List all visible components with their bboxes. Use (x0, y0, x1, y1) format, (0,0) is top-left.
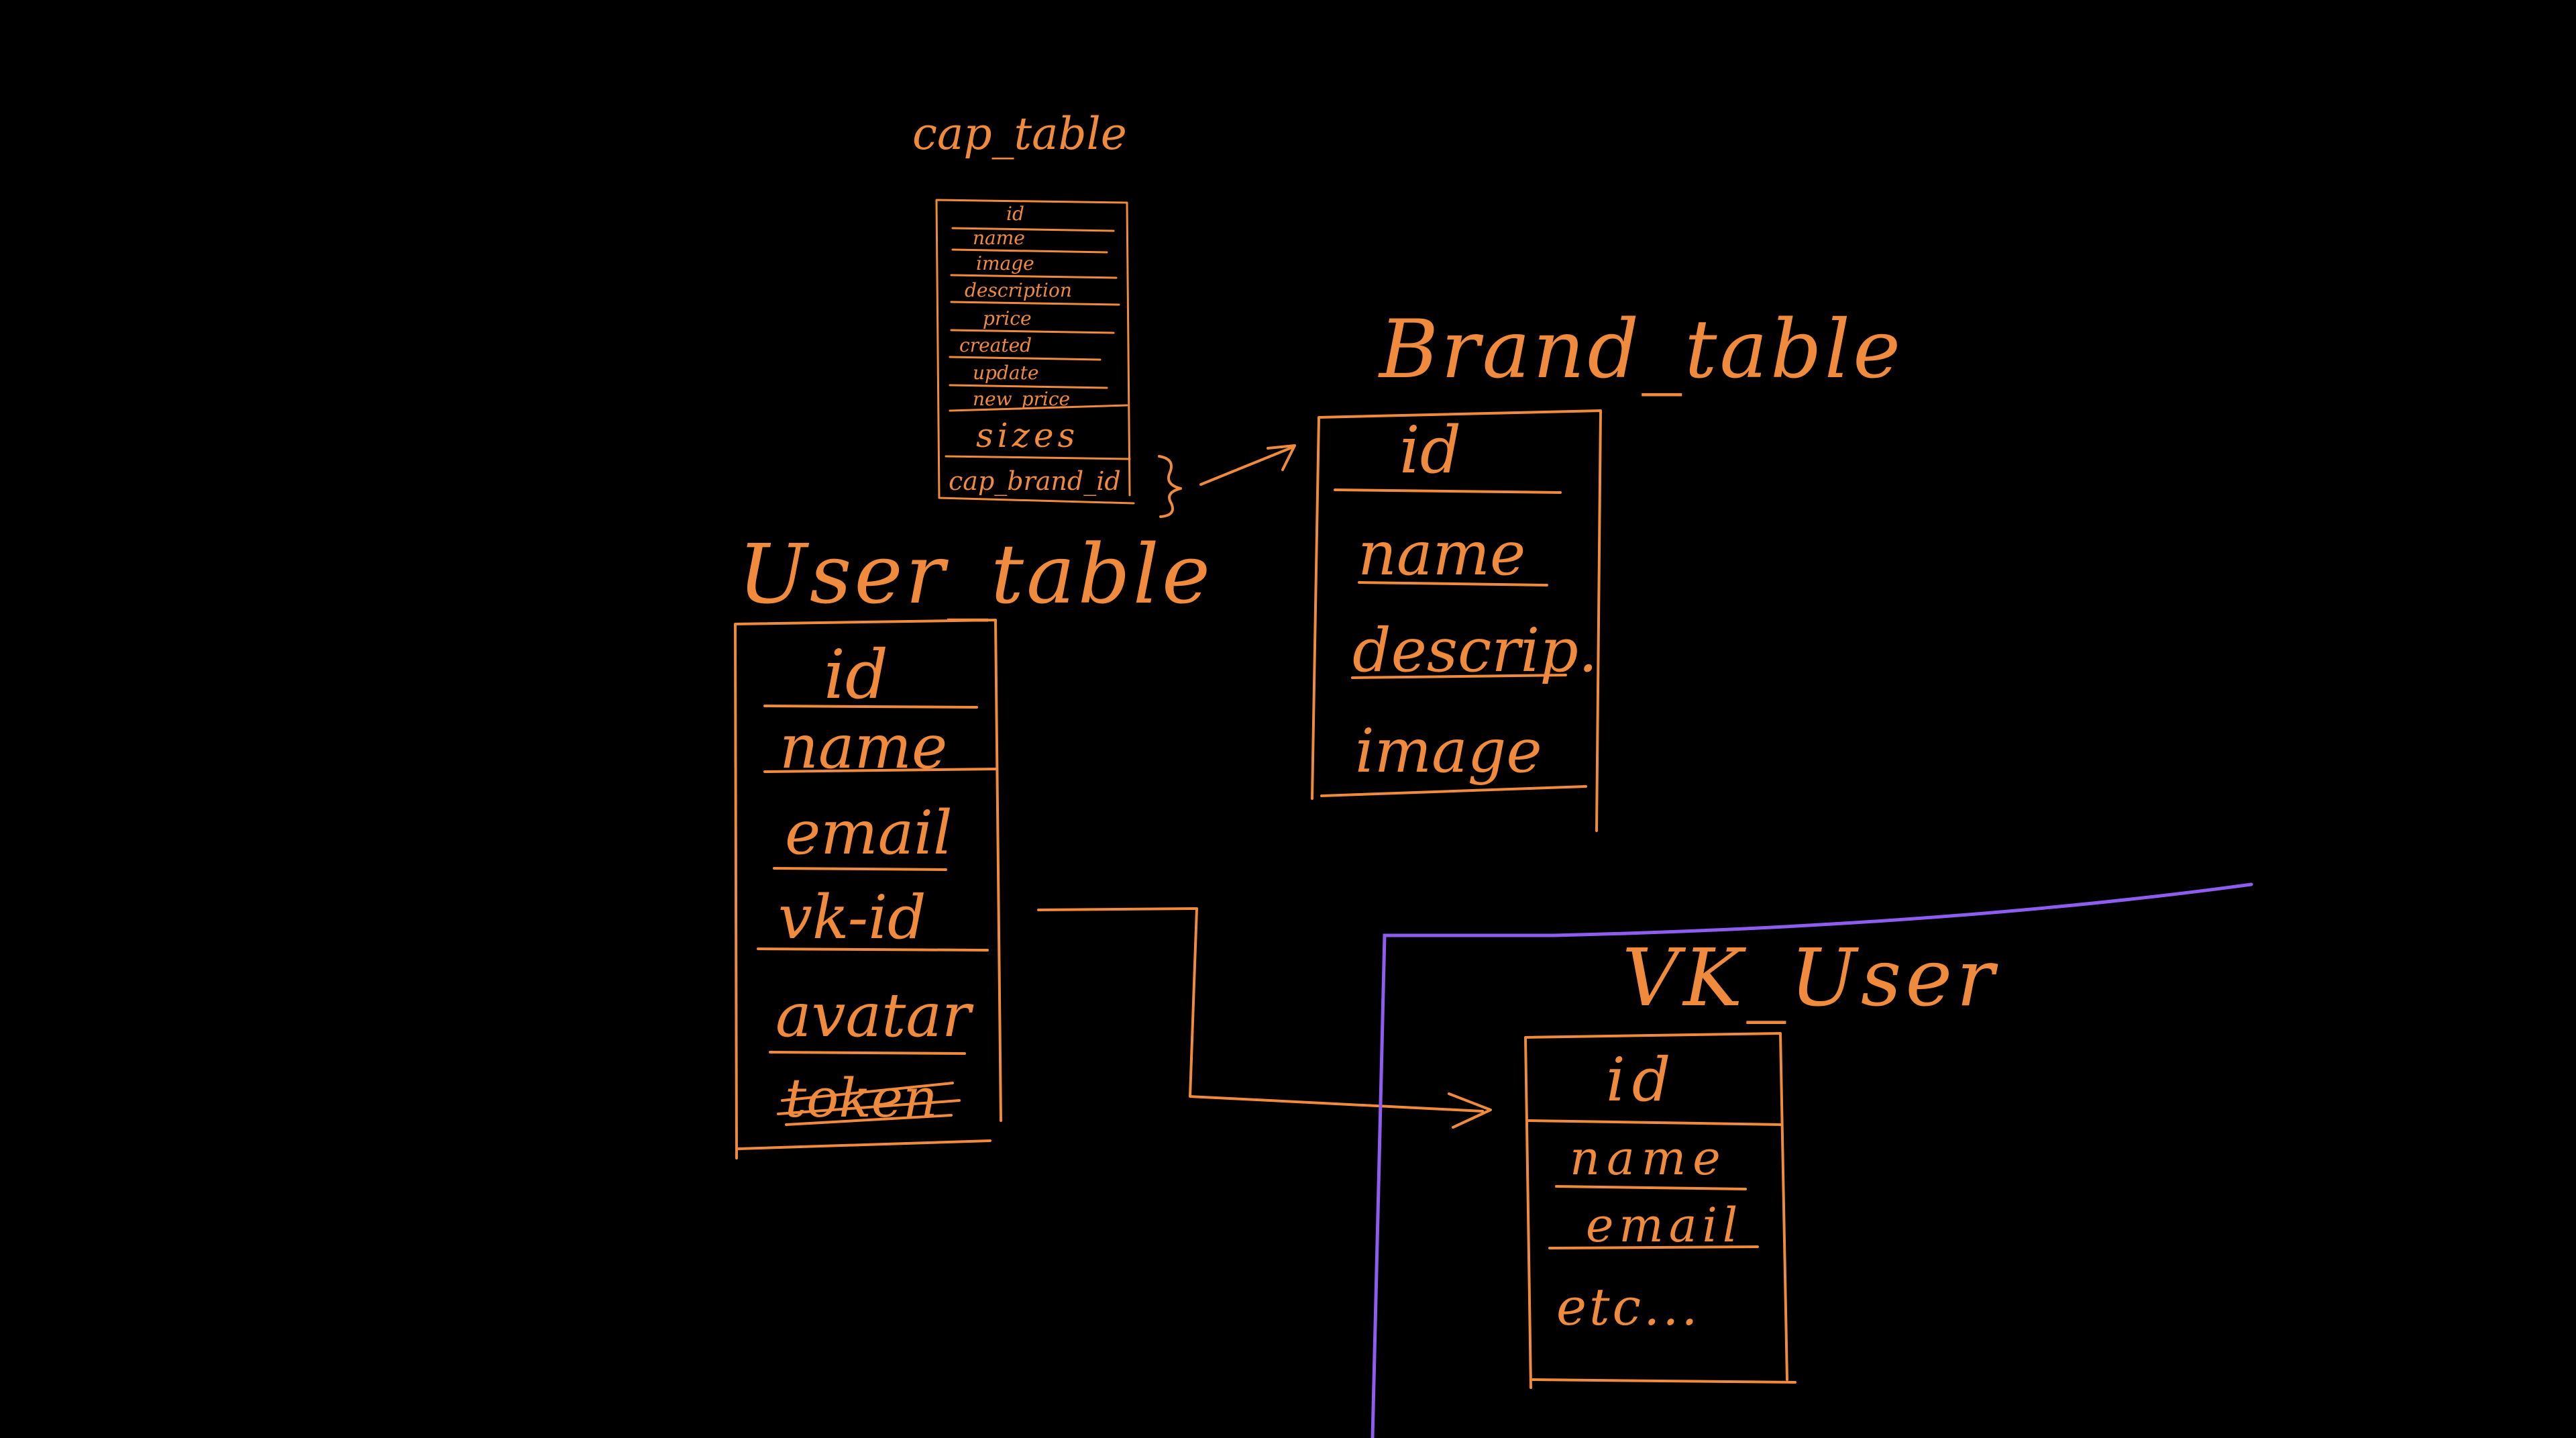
cap-field-name: name (973, 227, 1025, 249)
vk-user-table-frame (1524, 1032, 1796, 1389)
cap-field-id: id (1006, 203, 1024, 225)
brand-table-row-lines (1334, 489, 1567, 679)
cap-field-image: image (976, 252, 1034, 274)
vk-user-table: VK_User id name email etc... (1524, 931, 1998, 1389)
arrow-user-to-vk-user (1037, 907, 1492, 1129)
cap-table-title: cap_table (912, 108, 1127, 160)
vk-user-field-email: email (1586, 1198, 1743, 1253)
brand-field-descrip: descrip. (1352, 615, 1598, 686)
vk-user-field-id: id (1606, 1045, 1677, 1115)
token-strikethrough (777, 1082, 961, 1126)
arrow-cap-to-brand (1199, 444, 1296, 486)
cap-field-new-price: new_price (973, 388, 1070, 410)
cap-field-cap-brand-id: cap_brand_id (949, 466, 1121, 497)
brand-field-image: image (1355, 716, 1542, 786)
cap-field-created: created (959, 334, 1032, 356)
user-table-title: User_table (738, 527, 1213, 622)
user-field-id: id (824, 635, 888, 714)
vk-user-table-title: VK_User (1622, 931, 1998, 1024)
vk-user-field-name: name (1570, 1131, 1727, 1186)
brand-table: Brand_table id name descrip. image (1311, 303, 1903, 832)
brand-field-name: name (1358, 519, 1525, 589)
brand-table-title: Brand_table (1378, 303, 1903, 397)
user-table: User_table id name email vk-id avatar to… (734, 527, 1213, 1160)
user-table-frame (734, 619, 1002, 1160)
vk-user-field-etc: etc... (1556, 1277, 1701, 1337)
cap-table-frame (935, 199, 1135, 505)
cap-field-description: description (965, 279, 1072, 301)
foreign-key-brace (1158, 455, 1182, 518)
cap-field-price: price (983, 307, 1032, 329)
cap-table-row-lines (945, 227, 1131, 460)
user-field-name: name (780, 712, 947, 782)
cap-table: cap_table id name image description pric… (912, 108, 1135, 505)
user-field-vk-id: vk-id (778, 882, 926, 953)
vk-user-table-row-lines (1527, 1119, 1783, 1249)
user-field-avatar: avatar (775, 980, 974, 1051)
brand-table-frame (1311, 409, 1602, 832)
user-field-email: email (785, 798, 953, 868)
cap-field-sizes: sizes (976, 416, 1079, 455)
section-divider-line (1371, 882, 2253, 1438)
cap-field-update: update (973, 362, 1038, 384)
brand-field-id: id (1399, 413, 1461, 488)
user-table-row-lines (757, 705, 997, 1055)
